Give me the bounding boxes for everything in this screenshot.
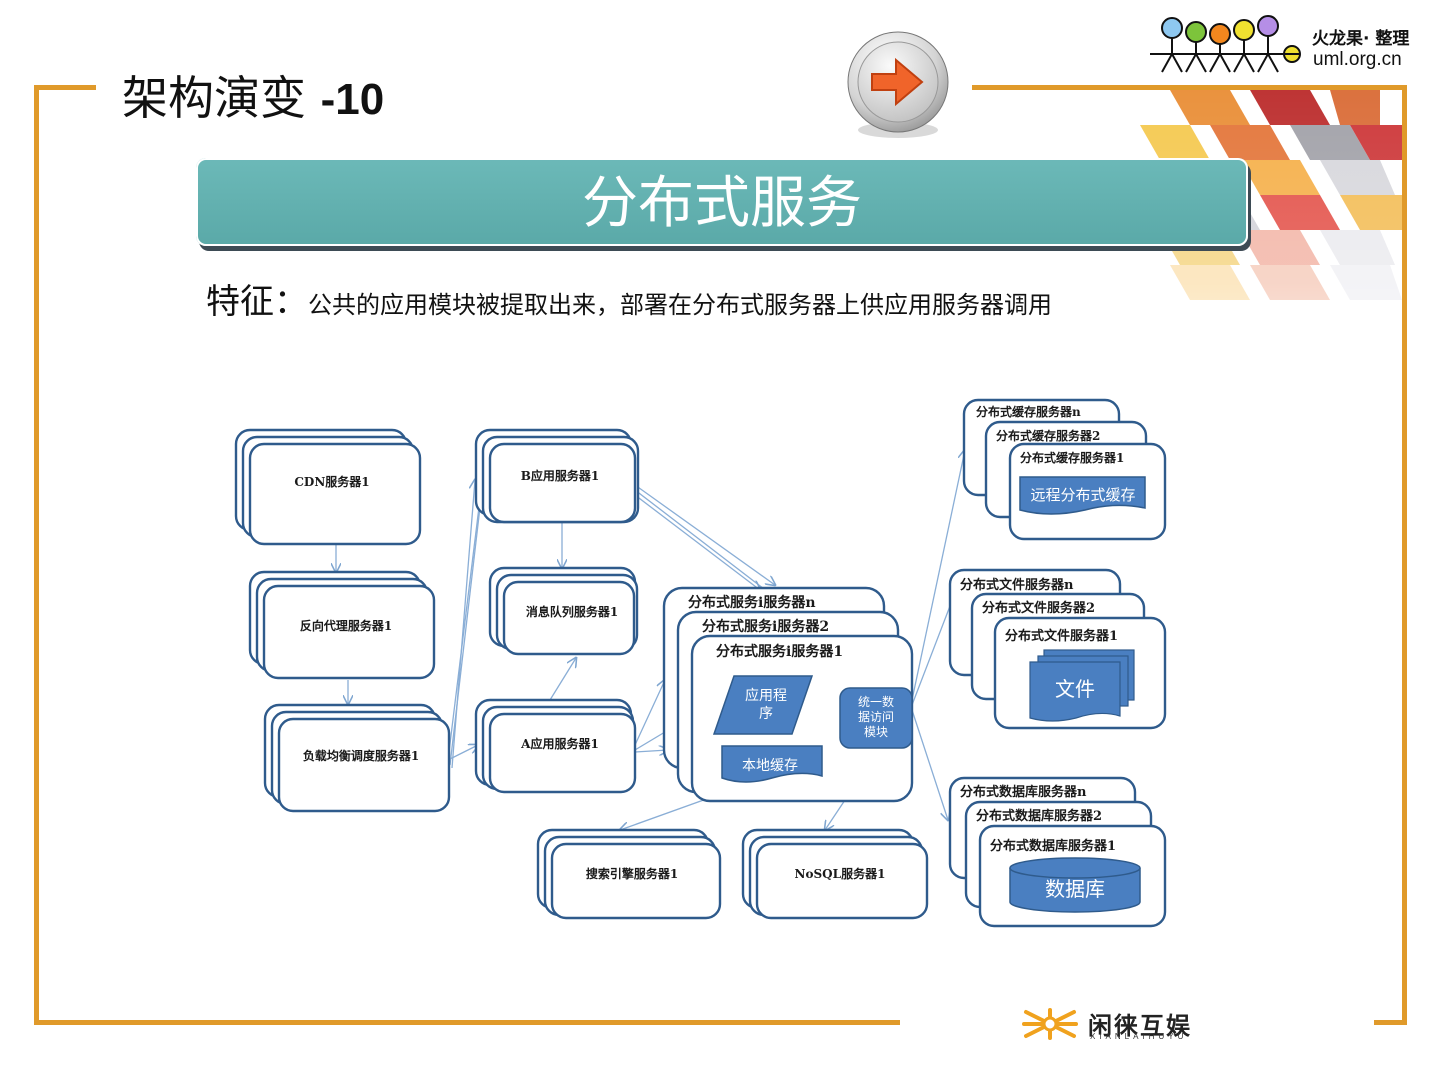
dist-service-2-label: 分布式服务i服务器2 bbox=[702, 618, 829, 635]
dist-service-1-label: 分布式服务i服务器1 bbox=[716, 643, 843, 660]
frame-left bbox=[34, 85, 39, 1025]
db-2-label: 分布式数据库服务器2 bbox=[976, 808, 1102, 824]
title-number: -10 bbox=[321, 75, 385, 124]
file-2-label: 分布式文件服务器2 bbox=[982, 600, 1095, 616]
frame-top-left bbox=[34, 85, 96, 90]
distributed-cache-stack bbox=[964, 400, 1165, 539]
file-n-label: 分布式文件服务器n bbox=[960, 577, 1074, 593]
db-n-label: 分布式数据库服务器n bbox=[960, 784, 1087, 800]
footer-brand: 闲徕互娱 XIANLAIHUYU bbox=[1020, 1006, 1250, 1042]
app-program-line2: 序 bbox=[759, 706, 773, 722]
feature-line: 特征：公共的应用模块被提取出来，部署在分布式服务器上供应用服务器调用 bbox=[206, 274, 1052, 323]
section-banner: 分布式服务 bbox=[196, 158, 1248, 246]
file-label: 文件 bbox=[1055, 677, 1095, 701]
next-arrow-icon[interactable] bbox=[842, 30, 954, 142]
nosql-server-label: NoSQL服务器1 bbox=[795, 866, 886, 881]
huolongguo-logo-icon bbox=[1140, 14, 1308, 84]
load-balancer-label: 负载均衡调度服务器1 bbox=[303, 748, 419, 763]
local-cache-label: 本地缓存 bbox=[742, 758, 798, 774]
cache-n-label: 分布式缓存服务器n bbox=[976, 404, 1081, 419]
search-engine-label: 搜索引擎服务器1 bbox=[586, 866, 678, 881]
message-queue-label: 消息队列服务器1 bbox=[526, 604, 618, 619]
uda-line1: 统一数 bbox=[858, 694, 894, 709]
feature-text: 公共的应用模块被提取出来，部署在分布式服务器上供应用服务器调用 bbox=[308, 291, 1052, 319]
page-title: 架构演变 -10 bbox=[122, 62, 384, 128]
frame-bottom-left bbox=[34, 1020, 900, 1025]
frame-bottom-right bbox=[1374, 1020, 1407, 1025]
uda-line3: 模块 bbox=[864, 725, 888, 739]
logo-url[interactable]: uml.org.cn bbox=[1313, 49, 1402, 71]
sun-logo-icon bbox=[1020, 1006, 1080, 1042]
architecture-diagram: CDN服务器1 反向代理服务器1 负载均衡调度服务器1 B应用服务器1 消息队列… bbox=[200, 380, 1200, 940]
cache-2-label: 分布式缓存服务器2 bbox=[996, 428, 1100, 443]
dist-service-n-label: 分布式服务i服务器n bbox=[688, 594, 816, 611]
file-1-label: 分布式文件服务器1 bbox=[1005, 628, 1118, 644]
feature-label: 特征： bbox=[206, 282, 308, 322]
logo-text: 火龙果· 整理 bbox=[1312, 24, 1409, 49]
db-1-label: 分布式数据库服务器1 bbox=[990, 838, 1116, 854]
app-a-server-label: A应用服务器1 bbox=[520, 736, 599, 751]
app-program-line1: 应用程 bbox=[745, 687, 787, 704]
reverse-proxy-label: 反向代理服务器1 bbox=[300, 618, 392, 633]
app-b-server-label: B应用服务器1 bbox=[521, 468, 600, 483]
remote-cache-label: 远程分布式缓存 bbox=[1030, 486, 1135, 504]
database-label: 数据库 bbox=[1045, 877, 1105, 901]
title-text: 架构演变 bbox=[122, 71, 306, 125]
frame-right bbox=[1402, 85, 1407, 1025]
cache-1-label: 分布式缓存服务器1 bbox=[1020, 450, 1124, 465]
footer-brand-sub: XIANLAIHUYU bbox=[1090, 1032, 1187, 1041]
cdn-server-label: CDN服务器1 bbox=[294, 474, 369, 489]
uda-line2: 据访问 bbox=[858, 710, 894, 724]
